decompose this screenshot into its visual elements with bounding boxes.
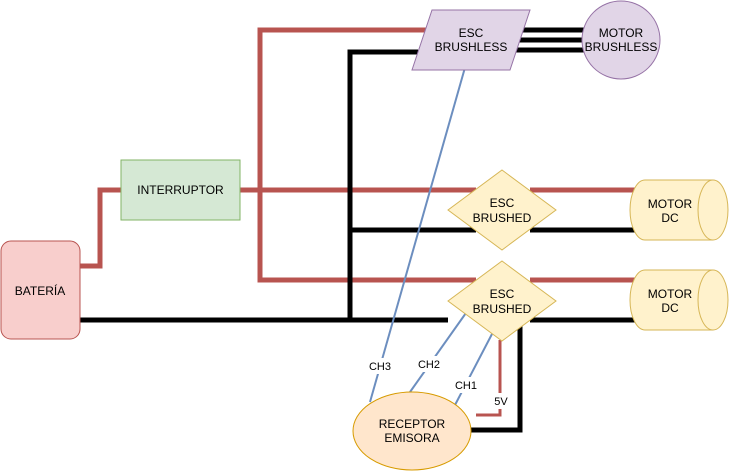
motor-brushless-label-line2: BRUSHLESS xyxy=(585,40,658,54)
motor-dc-1-label-line2: DC xyxy=(661,211,679,225)
esc-brushed-2-label-line2: BRUSHED xyxy=(473,302,532,316)
positive-wires xyxy=(80,27,636,417)
receptor-label-line1: RECEPTOR xyxy=(379,417,446,431)
switch-node: INTERRUPTOR xyxy=(120,159,241,221)
esc-brushless-label-line2: BRUSHLESS xyxy=(435,40,508,54)
wire-label-5v-group: 5V xyxy=(490,393,512,409)
wire-label-ch3-group: CH3 xyxy=(363,358,395,374)
battery-label: BATERÍA xyxy=(15,283,65,298)
wire-label-ch2: CH2 xyxy=(418,359,440,371)
negative-wires xyxy=(80,27,636,433)
motor-brushless-label-line1: MOTOR xyxy=(599,26,644,40)
signal-wires xyxy=(369,63,493,406)
motor-dc-2-label-line2: DC xyxy=(661,301,679,315)
motor-dc-2-node: MOTOR DC xyxy=(629,269,729,331)
receptor-node: RECEPTOR EMISORA xyxy=(352,391,472,471)
battery-node: BATERÍA xyxy=(0,240,81,340)
switch-label: INTERRUPTOR xyxy=(137,183,224,197)
esc-brushless-node: ESC BRUSHLESS xyxy=(411,9,531,71)
esc-brushed-2-label-line1: ESC xyxy=(490,287,515,301)
wire-label-ch2-group: CH2 xyxy=(413,356,445,372)
wire-ch3 xyxy=(369,63,467,403)
motor-brushless-node: MOTOR BRUSHLESS xyxy=(581,0,661,80)
wire-label-ch1: CH1 xyxy=(455,380,477,392)
wire-ch1 xyxy=(454,333,493,406)
wire-label-ch1-group: CH1 xyxy=(450,377,482,393)
receptor-label-line2: EMISORA xyxy=(384,431,439,445)
motor-dc-2-label-line1: MOTOR xyxy=(648,287,693,301)
wire-label-ch3: CH3 xyxy=(369,361,391,373)
wire-label-5v: 5V xyxy=(494,396,508,408)
esc-brushless-label-line1: ESC xyxy=(459,26,484,40)
wire-receptor-ground xyxy=(470,322,523,433)
motor-dc-1-node: MOTOR DC xyxy=(629,179,729,241)
wire-battery-to-switch xyxy=(80,187,121,269)
esc-brushed-1-label-line2: BRUSHED xyxy=(473,211,532,225)
esc-brushed-1-node: ESC BRUSHED xyxy=(447,169,557,251)
wire-switch-to-esc-brushed-2 xyxy=(257,190,476,283)
wire-esc-to-receptor-5v xyxy=(476,340,502,417)
motor-dc-1-label-line1: MOTOR xyxy=(648,197,693,211)
esc-brushed-1-label-line1: ESC xyxy=(490,196,515,210)
esc-brushed-2-node: ESC BRUSHED xyxy=(447,260,557,342)
